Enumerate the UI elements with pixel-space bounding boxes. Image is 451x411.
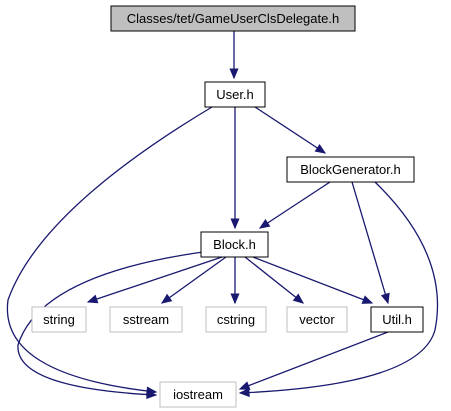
arrow-head (86, 294, 99, 304)
arrow-head (230, 218, 240, 230)
edge-user-to-block (230, 107, 240, 230)
edge-line (239, 181, 439, 394)
node-box (200, 231, 269, 258)
node-label: Block.h (213, 237, 256, 252)
node-box (109, 306, 183, 333)
edge-block-to-cstring (230, 257, 240, 305)
edge-line (351, 181, 389, 304)
edge-root-to-user (229, 31, 239, 80)
arrow-head (292, 293, 305, 304)
edge-line (161, 256, 227, 304)
edge-user-to-iostream (6, 106, 213, 396)
node-label: cstring (217, 312, 255, 327)
node-box (370, 306, 424, 333)
node-cstring[interactable]: cstring (205, 306, 267, 333)
node-box (31, 306, 87, 333)
edge-blockgen-to-util (351, 181, 390, 305)
edge-block-to-iostream (17, 251, 204, 400)
node-util[interactable]: Util.h (370, 306, 424, 333)
edge-line (259, 181, 331, 229)
node-box (204, 81, 266, 108)
node-root[interactable]: Classes/tet/GameUserClsDelegate.h (110, 5, 356, 32)
edge-blockgen-to-iostream (238, 181, 439, 398)
arrow-head (160, 293, 173, 304)
node-sstream[interactable]: sstream (109, 306, 183, 333)
node-label: string (43, 312, 75, 327)
edge-line (17, 251, 204, 396)
arrow-head (258, 218, 271, 229)
arrow-head (361, 295, 374, 304)
node-vector[interactable]: vector (286, 306, 348, 333)
node-label: Util.h (382, 312, 412, 327)
arrow-head (230, 293, 240, 305)
node-box (286, 306, 348, 333)
edge-line (6, 106, 213, 393)
edge-line (87, 256, 223, 303)
node-iostream[interactable]: iostream (159, 381, 237, 408)
node-label: sstream (123, 312, 169, 327)
edge-line (252, 256, 373, 304)
edge-line (239, 331, 389, 390)
edge-line (254, 106, 326, 154)
arrow-head (380, 292, 390, 305)
arrow-head (238, 388, 250, 398)
edges-layer (6, 31, 439, 400)
edge-user-to-blockgen (254, 106, 327, 154)
node-label: BlockGenerator.h (300, 162, 400, 177)
node-box (286, 156, 415, 183)
node-blockgen[interactable]: BlockGenerator.h (286, 156, 415, 183)
node-string[interactable]: string (31, 306, 87, 333)
node-label: iostream (173, 387, 223, 402)
edge-util-to-iostream (238, 331, 389, 390)
arrow-head (314, 143, 327, 154)
node-label: User.h (216, 87, 254, 102)
edge-block-to-vector (244, 256, 305, 304)
node-block[interactable]: Block.h (200, 231, 269, 258)
edge-line (244, 256, 304, 304)
edge-block-to-string (86, 256, 223, 304)
node-box (110, 5, 356, 32)
arrow-head (146, 390, 158, 400)
edge-block-to-util (252, 256, 374, 304)
node-user[interactable]: User.h (204, 81, 266, 108)
arrow-head (238, 381, 251, 390)
arrow-head (229, 68, 239, 80)
node-label: Classes/tet/GameUserClsDelegate.h (127, 11, 339, 26)
node-box (205, 306, 267, 333)
edge-block-to-sstream (160, 256, 227, 304)
edge-blockgen-to-block (258, 181, 331, 229)
nodes-layer: Classes/tet/GameUserClsDelegate.hUser.hB… (31, 5, 424, 408)
node-box (159, 381, 237, 408)
node-label: vector (299, 312, 335, 327)
